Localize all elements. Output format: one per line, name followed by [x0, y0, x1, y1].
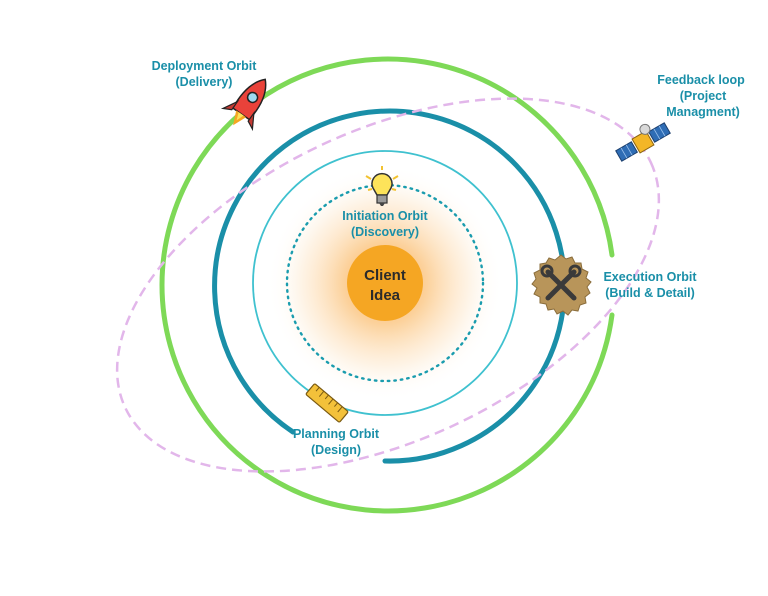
planning-orbit-label-line1: Planning Orbit: [293, 427, 380, 441]
feedback-loop-ring: [115, 97, 661, 473]
ruler-icon: [305, 383, 349, 423]
initiation-orbit-label-line2: (Discovery): [351, 225, 419, 239]
initiation-orbit-ring: [252, 150, 518, 416]
deployment-orbit-label-line1: Deployment Orbit: [152, 59, 258, 73]
client-idea-label-line2: Idea: [370, 287, 401, 304]
execution-orbit-label-line1: Execution Orbit: [603, 270, 697, 284]
wrench-gear-icon: [531, 254, 592, 316]
lightbulb-icon: [365, 166, 399, 206]
feedback-loop-label-line1: Feedback loop: [657, 73, 745, 87]
planning-orbit-label-line2: (Design): [311, 443, 361, 457]
rocket-icon: [220, 78, 267, 132]
execution-orbit-ring: [212, 108, 568, 464]
execution-orbit-label-line2: (Build & Detail): [605, 286, 695, 300]
feedback-loop-label-line3: Managment): [666, 105, 740, 119]
deployment-orbit-label-line2: (Delivery): [176, 75, 233, 89]
feedback-loop-label-line2: (Project: [680, 89, 727, 103]
satellite-icon: [615, 122, 671, 162]
deployment-orbit-ring: [159, 56, 615, 514]
client-idea-core: [347, 245, 423, 321]
initiation-orbit-label-line1: Initiation Orbit: [342, 209, 428, 223]
client-idea-label-line1: Client: [364, 267, 406, 284]
